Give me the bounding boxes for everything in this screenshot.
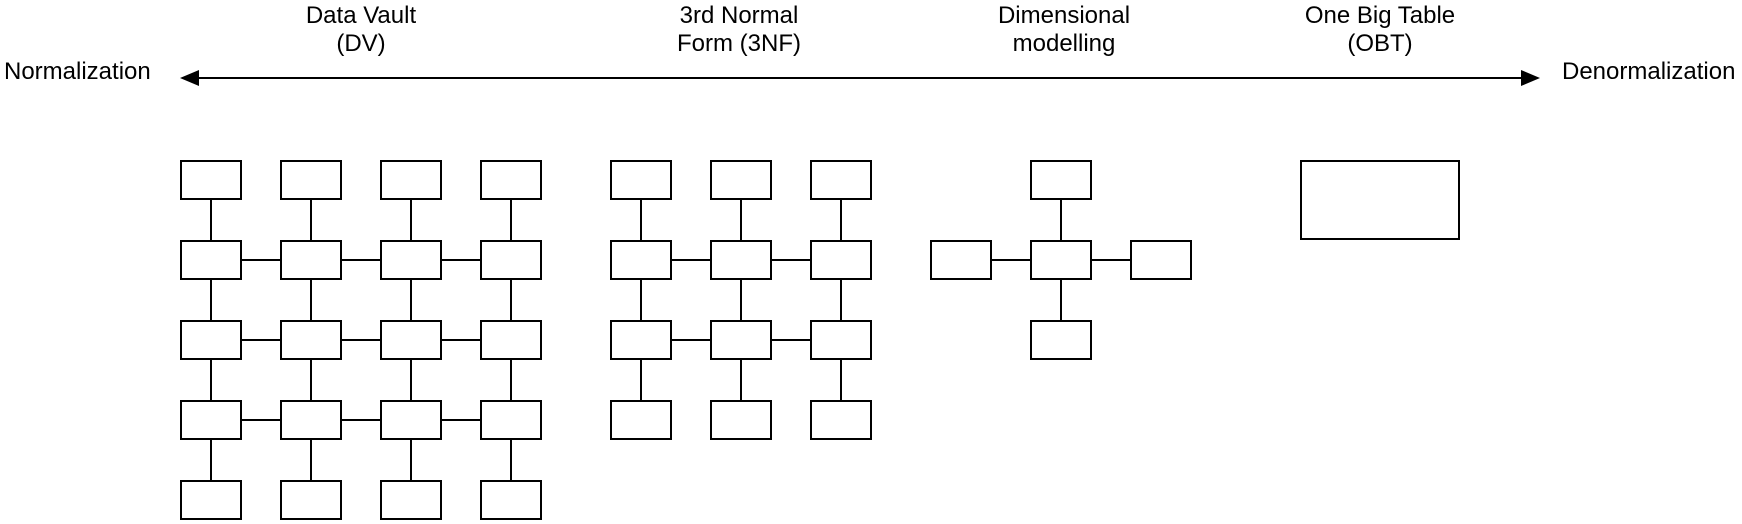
relationship-line (510, 280, 512, 320)
entity-box (180, 400, 242, 440)
entity-box (1030, 320, 1092, 360)
label-third-normal-form-line1: 3rd Normal (679, 2, 799, 29)
relationship-line (510, 440, 512, 480)
entity-box (610, 400, 672, 440)
relationship-line (510, 200, 512, 240)
label-data-vault-line2: (DV) (336, 30, 386, 57)
relationship-line (1060, 280, 1062, 320)
relationship-line (242, 419, 280, 421)
relationship-line (242, 259, 280, 261)
relationship-line (442, 419, 480, 421)
arrow-line (194, 77, 1526, 79)
label-dimensional-modelling-line1: Dimensional (997, 2, 1131, 29)
entity-box (610, 240, 672, 280)
relationship-line (640, 360, 642, 400)
entity-box (810, 400, 872, 440)
relationship-line (410, 280, 412, 320)
entity-box (480, 400, 542, 440)
relationship-line (1060, 200, 1062, 240)
entity-box (180, 480, 242, 520)
relationship-line (840, 360, 842, 400)
label-third-normal-form-line2: Form (3NF) (677, 30, 801, 57)
entity-box (480, 320, 542, 360)
relationship-line (410, 360, 412, 400)
relationship-line (410, 200, 412, 240)
entity-box (480, 160, 542, 200)
relationship-line (210, 200, 212, 240)
label-one-big-table-line1: One Big Table (1304, 2, 1456, 29)
entity-box (280, 480, 342, 520)
relationship-line (442, 259, 480, 261)
relationship-line (672, 339, 710, 341)
label-one-big-table-line2: (OBT) (1347, 30, 1413, 57)
entity-box (710, 160, 772, 200)
relationship-line (1092, 259, 1130, 261)
relationship-line (740, 200, 742, 240)
entity-box (380, 480, 442, 520)
entity-box (180, 160, 242, 200)
entity-box (380, 400, 442, 440)
relationship-line (772, 339, 810, 341)
relationship-line (310, 200, 312, 240)
relationship-line (740, 360, 742, 400)
relationship-line (310, 280, 312, 320)
label-data-vault-line1: Data Vault (305, 2, 417, 29)
label-data-vault: Data Vault (DV) (211, 2, 511, 58)
entity-box (710, 240, 772, 280)
entity-box (710, 400, 772, 440)
label-third-normal-form: 3rd Normal Form (3NF) (589, 2, 889, 58)
entity-box (180, 240, 242, 280)
relationship-line (840, 280, 842, 320)
relationship-line (672, 259, 710, 261)
relationship-line (342, 339, 380, 341)
entity-box (380, 240, 442, 280)
relationship-line (992, 259, 1030, 261)
relationship-line (640, 280, 642, 320)
label-dimensional-modelling: Dimensional modelling (914, 2, 1214, 58)
entity-box (610, 320, 672, 360)
label-dimensional-modelling-line2: modelling (1012, 30, 1116, 57)
entity-box (1030, 240, 1092, 280)
relationship-line (210, 440, 212, 480)
relationship-line (310, 440, 312, 480)
entity-box (480, 480, 542, 520)
relationship-line (442, 339, 480, 341)
arrowhead-left-icon (180, 70, 199, 86)
relationship-line (210, 360, 212, 400)
relationship-line (640, 200, 642, 240)
entity-box (180, 320, 242, 360)
normalization-label: Normalization (4, 58, 151, 85)
entity-box (810, 320, 872, 360)
entity-box (810, 160, 872, 200)
entity-box (1030, 160, 1092, 200)
entity-box (380, 320, 442, 360)
relationship-line (410, 440, 412, 480)
entity-box (710, 320, 772, 360)
relationship-line (342, 259, 380, 261)
entity-box (480, 240, 542, 280)
label-one-big-table: One Big Table (OBT) (1230, 2, 1530, 58)
entity-box (1300, 160, 1460, 240)
entity-box (280, 160, 342, 200)
arrowhead-right-icon (1521, 70, 1540, 86)
entity-box (1130, 240, 1192, 280)
entity-box (810, 240, 872, 280)
relationship-line (510, 360, 512, 400)
entity-box (280, 400, 342, 440)
entity-box (280, 320, 342, 360)
relationship-line (342, 419, 380, 421)
entity-box (610, 160, 672, 200)
relationship-line (310, 360, 312, 400)
relationship-line (740, 280, 742, 320)
entity-box (380, 160, 442, 200)
entity-box (930, 240, 992, 280)
relationship-line (840, 200, 842, 240)
relationship-line (210, 280, 212, 320)
denormalization-label: Denormalization (1562, 58, 1736, 85)
entity-box (280, 240, 342, 280)
relationship-line (242, 339, 280, 341)
relationship-line (772, 259, 810, 261)
